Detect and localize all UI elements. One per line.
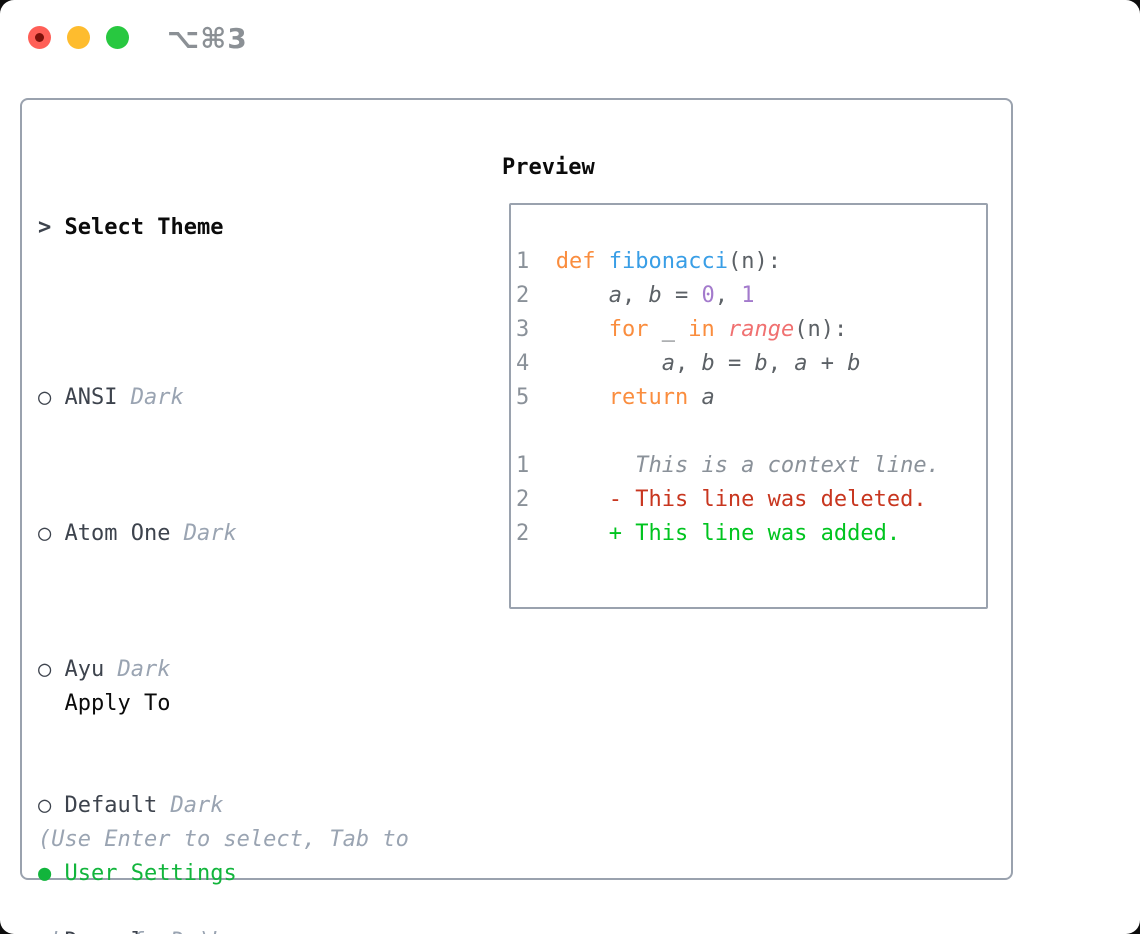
preview-title: Preview xyxy=(502,155,595,180)
code-line: 3 for _ in range(n): xyxy=(516,313,940,347)
code-token: , xyxy=(767,351,795,376)
code-token: = xyxy=(714,351,755,376)
code-token: b xyxy=(754,351,768,376)
line-number: 2 xyxy=(516,487,556,512)
code-token: _ xyxy=(648,317,689,342)
code-line: 1 def fibonacci(n): xyxy=(516,245,940,279)
code-token: (n): xyxy=(727,249,781,274)
code-line: 2 - This line was deleted. xyxy=(516,483,940,517)
code-token: fibonacci xyxy=(608,249,728,274)
option-label: Dracula xyxy=(65,929,158,934)
theme-option-ayu[interactable]: ○ Ayu Dark xyxy=(38,653,316,687)
radio-icon: ● xyxy=(38,861,52,886)
theme-variant-tag: Dark xyxy=(117,657,171,682)
code-token: , xyxy=(674,351,702,376)
code-token: 1 xyxy=(741,283,755,308)
code-line: 4 a, b = b, a + b xyxy=(516,347,940,381)
option-label: User Settings xyxy=(64,861,237,886)
radio-icon: ○ xyxy=(38,657,52,682)
code-token xyxy=(556,351,662,376)
code-line: 1 This is a context line. xyxy=(516,449,940,483)
code-token: This is a context line. xyxy=(555,453,940,478)
code-token xyxy=(556,317,609,342)
code-token: + This line was added. xyxy=(555,521,901,546)
theme-variant-tag: Dark xyxy=(130,385,184,410)
theme-option-dracula[interactable]: ○ Dracula Dark xyxy=(38,925,316,934)
radio-icon: ○ xyxy=(38,793,52,818)
hint-text: (Use Enter to select, Tab to change focu… xyxy=(38,755,409,934)
code-token: b xyxy=(648,283,662,308)
traffic-lights xyxy=(28,26,129,49)
line-number: 1 xyxy=(516,453,556,478)
code-token: + xyxy=(807,351,848,376)
code-token: def xyxy=(555,249,609,274)
code-token: a xyxy=(661,351,675,376)
zoom-button[interactable] xyxy=(106,26,129,49)
close-dot-icon xyxy=(35,33,44,42)
code-line: 2 + This line was added. xyxy=(516,517,940,551)
code-token: a xyxy=(701,385,715,410)
line-number: 1 xyxy=(516,249,556,274)
code-token: b xyxy=(847,351,861,376)
theme-option-default[interactable]: ○ Default Dark xyxy=(38,789,316,823)
theme-variant-tag: Dark xyxy=(170,793,224,818)
select-theme-header: > Select Theme xyxy=(38,211,316,245)
code-token: - This line was deleted. xyxy=(555,487,927,512)
code-token: in xyxy=(688,317,715,342)
code-token: (n): xyxy=(794,317,848,342)
minimize-button[interactable] xyxy=(67,26,90,49)
code-token: return xyxy=(608,385,702,410)
code-token: 0 xyxy=(701,283,715,308)
theme-list: > Select Theme ○ ANSI Dark ○ Atom One Da… xyxy=(38,143,316,934)
hint-line: (Use Enter to select, Tab to xyxy=(38,827,409,852)
code-token xyxy=(715,317,728,342)
code-token: , xyxy=(621,283,649,308)
theme-option-ansi[interactable]: ○ ANSI Dark xyxy=(38,381,316,415)
line-number: 2 xyxy=(516,521,556,546)
theme-variant-tag: Dark xyxy=(170,929,223,934)
option-label: Default xyxy=(64,793,158,818)
code-line: 5 return a xyxy=(516,381,940,415)
hint-line: change focus) xyxy=(38,925,409,934)
apply-option-user-settings[interactable]: ● User Settings xyxy=(38,857,303,891)
code-token xyxy=(556,385,609,410)
theme-list-title: Select Theme xyxy=(64,215,224,240)
option-label: Atom One xyxy=(64,521,171,546)
apply-to-section: Apply To ● User Settings ○ Workspace Set… xyxy=(38,619,303,934)
close-button[interactable] xyxy=(28,26,51,49)
window-title: ⌥⌘3 xyxy=(167,22,248,55)
code-token: b xyxy=(701,351,715,376)
code-token: = xyxy=(661,283,702,308)
line-number: 4 xyxy=(516,351,556,376)
code-token: , xyxy=(714,283,742,308)
theme-variant-tag: Dark xyxy=(183,521,237,546)
code-token: for xyxy=(608,317,649,342)
radio-icon: ○ xyxy=(38,385,52,410)
line-number: 3 xyxy=(516,317,556,342)
theme-picker-panel: > Select Theme ○ ANSI Dark ○ Atom One Da… xyxy=(20,98,1013,934)
apply-to-header: Apply To xyxy=(38,687,303,721)
code-line: 2 a, b = 0, 1 xyxy=(516,279,940,313)
code-token: a xyxy=(608,283,622,308)
theme-option-atom-one[interactable]: ○ Atom One Dark xyxy=(38,517,316,551)
radio-icon: ○ xyxy=(38,521,52,546)
code-line xyxy=(516,415,940,449)
apply-to-title: Apply To xyxy=(64,691,171,716)
focus-caret-icon: > xyxy=(38,215,52,240)
code-token xyxy=(556,283,609,308)
option-label: ANSI xyxy=(64,385,118,410)
line-number: 5 xyxy=(516,385,556,410)
line-number: 2 xyxy=(516,283,556,308)
code-token: a xyxy=(794,351,808,376)
code-token: range xyxy=(727,317,795,342)
radio-icon: ○ xyxy=(38,929,51,934)
option-label: Ayu xyxy=(64,657,105,682)
titlebar: ⌥⌘3 xyxy=(0,0,1140,76)
